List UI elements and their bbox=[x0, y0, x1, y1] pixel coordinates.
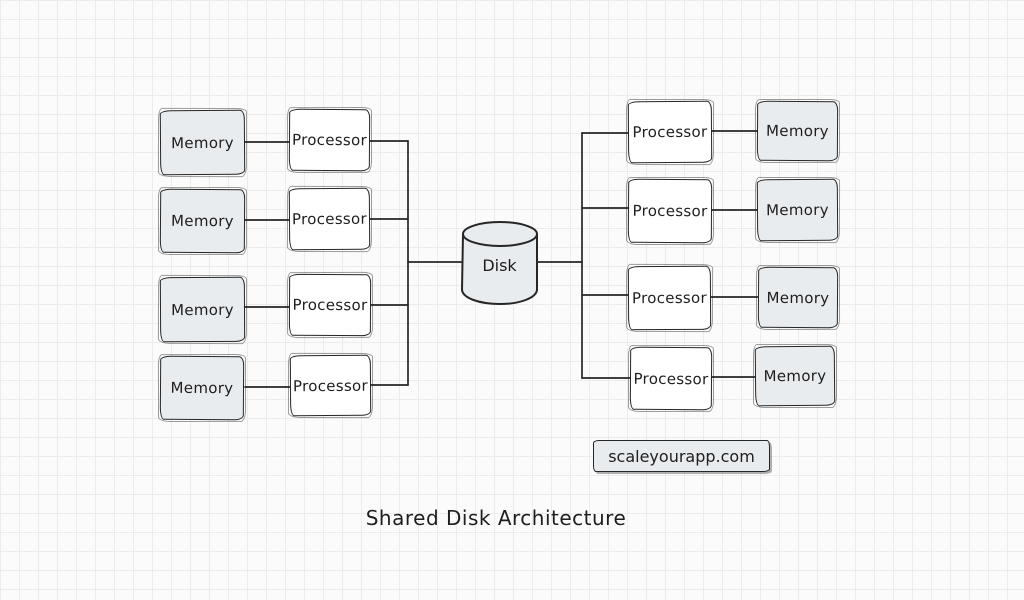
node-label: Processor bbox=[631, 288, 708, 308]
memory-box-right-3: Memory bbox=[757, 266, 839, 329]
processor-box-left-1: Processor bbox=[288, 108, 371, 172]
memory-box-right-2: Memory bbox=[756, 178, 839, 242]
node-label: Memory bbox=[763, 366, 827, 386]
node-label: Processor bbox=[291, 130, 368, 150]
memory-box-left-3: Memory bbox=[159, 276, 246, 343]
processor-box-left-4: Processor bbox=[289, 354, 372, 417]
processor-box-right-1: Processor bbox=[627, 100, 713, 164]
node-label: Memory bbox=[171, 211, 234, 231]
node-label: Processor bbox=[291, 209, 368, 229]
watermark-box: scaleyourapp.com bbox=[593, 440, 770, 472]
node-label: Memory bbox=[170, 378, 234, 398]
processor-box-right-3: Processor bbox=[627, 265, 712, 331]
node-label: Processor bbox=[632, 201, 708, 221]
node-label: Memory bbox=[766, 121, 829, 141]
disk-cylinder-icon bbox=[460, 221, 538, 306]
processor-box-right-2: Processor bbox=[627, 178, 713, 244]
node-label: Memory bbox=[171, 133, 234, 152]
watermark-label: scaleyourapp.com bbox=[608, 446, 755, 466]
node-label: Memory bbox=[766, 200, 829, 220]
processor-box-left-3: Processor bbox=[288, 273, 372, 337]
node-label: Processor bbox=[292, 376, 369, 395]
memory-box-right-1: Memory bbox=[756, 100, 839, 162]
node-label: Memory bbox=[171, 300, 234, 319]
processor-box-left-2: Processor bbox=[288, 187, 371, 251]
memory-box-left-1: Memory bbox=[159, 109, 246, 176]
diagram-title: Shared Disk Architecture bbox=[365, 506, 627, 530]
node-label: Processor bbox=[292, 295, 368, 315]
memory-box-right-4: Memory bbox=[754, 345, 836, 407]
node-label: Processor bbox=[632, 122, 708, 142]
node-label: Memory bbox=[766, 288, 830, 307]
memory-box-left-2: Memory bbox=[159, 188, 246, 254]
node-label: Processor bbox=[633, 369, 709, 388]
disk-label: Disk bbox=[482, 256, 517, 275]
memory-box-left-4: Memory bbox=[159, 355, 245, 421]
processor-box-right-4: Processor bbox=[629, 346, 713, 411]
